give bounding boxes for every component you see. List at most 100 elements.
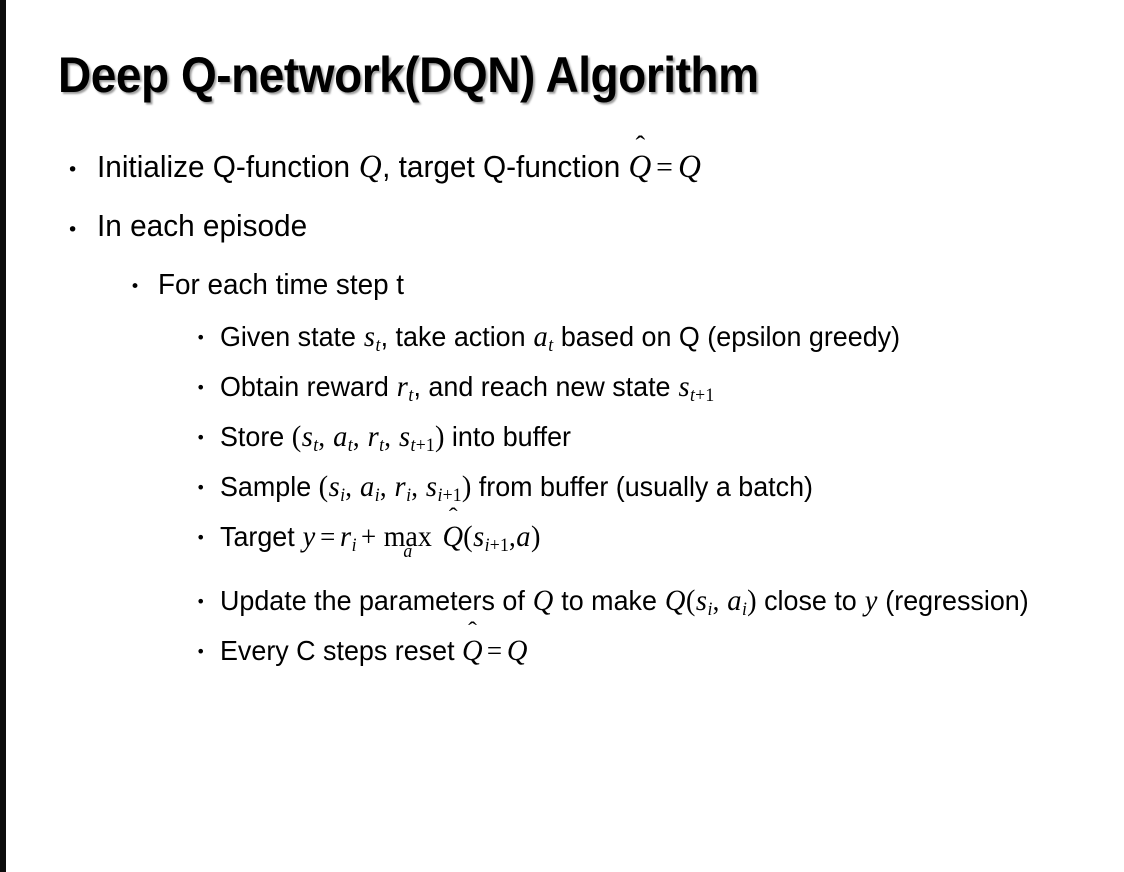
math-subscript-t: t [375, 335, 381, 356]
bullet-marker-icon: • [67, 219, 79, 241]
math-subscript-t-plus-1: t+1 [690, 385, 714, 405]
bullet-text-obtain-reward: Obtain reward rt, and reach new state st… [220, 368, 1055, 408]
bullet-item-store-buffer: • Store (st, at, rt, st+1) into buffer [0, 418, 1124, 468]
bullet-item-obtain-reward: • Obtain reward rt, and reach new state … [0, 368, 1124, 418]
text-run: Obtain reward [220, 371, 397, 402]
text-run: , and reach new state [413, 371, 678, 402]
math-comma: , [379, 472, 387, 503]
math-subscript-t-plus-1: t+1 [411, 435, 435, 455]
math-q-hat-base: Q [462, 635, 483, 667]
math-var-s: s [328, 471, 340, 503]
math-var-a: a [333, 421, 348, 453]
bullet-item-sample-buffer: • Sample (si, ai, ri, si+1) from buffer … [0, 468, 1124, 518]
bullet-marker-icon: • [196, 428, 206, 447]
math-equals: = [486, 636, 503, 667]
sub-number: 1 [499, 535, 510, 556]
bullet-text-store-buffer: Store (st, at, rt, st+1) into buffer [220, 418, 1055, 458]
sub-plus: + [442, 485, 453, 506]
math-comma: , [352, 422, 360, 453]
math-equals: = [320, 522, 336, 553]
math-var-s-next: s [473, 521, 485, 553]
math-var-a: a [516, 521, 531, 553]
math-var-s: s [363, 321, 376, 353]
math-subscript-t: t [408, 385, 414, 406]
text-run: Every C steps reset [220, 635, 463, 666]
sub-number: 1 [425, 435, 435, 456]
math-paren-open: ( [685, 585, 696, 617]
bullet-marker-icon: • [196, 642, 206, 661]
bullet-item-given-state: • Given state st, take action at based o… [0, 318, 1124, 368]
bullet-item-every-c-steps-reset: • Every C steps reset Q̂=Q [0, 632, 1124, 682]
math-paren-close: ) [461, 471, 472, 503]
math-paren-open: ( [318, 471, 329, 503]
math-var-q-hat: Q̂ [443, 518, 464, 557]
bullet-marker-icon: • [196, 528, 206, 547]
sub-number: 1 [705, 385, 715, 406]
text-run: , target Q-function [382, 149, 629, 184]
math-var-a: a [533, 321, 548, 353]
math-subscript-i: i [707, 599, 713, 620]
math-plus: + [361, 522, 377, 553]
math-var-q-hat: Q̂ [629, 146, 652, 189]
bullet-marker-icon: • [196, 478, 206, 497]
bullet-marker-icon: • [196, 328, 206, 347]
bullet-text-sample-buffer: Sample (si, ai, ri, si+1) from buffer (u… [220, 468, 1055, 508]
bullet-marker-icon: • [130, 277, 141, 297]
math-subscript-t: t [379, 435, 385, 456]
math-var-s-next: s [425, 471, 437, 503]
math-comma: , [318, 422, 326, 453]
math-subscript-i-plus-1: i+1 [485, 535, 509, 555]
math-paren-open: ( [463, 521, 473, 553]
math-equals: = [656, 149, 673, 184]
math-var-s-next: s [398, 421, 411, 453]
bullet-text-given-state: Given state st, take action at based on … [220, 318, 1055, 358]
math-subscript-t: t [313, 435, 319, 456]
math-var-q: Q [506, 635, 528, 667]
math-comma: , [384, 422, 392, 453]
bullet-text-update-parameters: Update the parameters of Q to make Q(si,… [220, 582, 1055, 622]
math-subscript-t: t [548, 335, 554, 356]
slide-left-edge-strip [0, 0, 6, 872]
sub-base: i [484, 535, 490, 556]
bullet-item-in-each-episode: • In each episode [0, 206, 1124, 266]
text-run: from buffer (usually a batch) [471, 471, 813, 502]
math-paren-close: ) [530, 521, 541, 553]
text-run: , take action [380, 321, 534, 352]
math-comma: , [411, 472, 418, 503]
text-run: Store [220, 421, 292, 452]
text-run: (regression) [877, 585, 1029, 616]
math-comma: , [345, 472, 353, 503]
math-subscript-i: i [742, 599, 748, 620]
bullet-item-for-each-time-step: • For each time step t [0, 266, 1124, 318]
slide-title: Deep Q-network(DQN) Algorithm [58, 47, 759, 103]
math-subscript-i: i [351, 535, 357, 556]
sub-plus: + [695, 385, 706, 406]
math-subscript-i: i [374, 485, 380, 506]
bullet-text-initialize: Initialize Q-function Q, target Q-functi… [97, 146, 1047, 189]
sub-base: t [410, 435, 416, 456]
bullet-item-update-parameters: • Update the parameters of Q to make Q(s… [0, 582, 1124, 632]
max-limit-variable: a [403, 540, 413, 561]
math-var-y: y [302, 521, 316, 553]
math-var-y: y [864, 585, 878, 617]
bullet-marker-icon: • [196, 592, 206, 611]
text-run: Sample [220, 471, 319, 502]
math-subscript-t: t [347, 435, 353, 456]
math-subscript-i-plus-1: i+1 [437, 485, 461, 505]
math-subscript-i: i [406, 485, 412, 506]
math-var-q: Q [532, 585, 554, 617]
math-comma: , [509, 522, 516, 553]
math-var-r: r [394, 471, 406, 503]
math-paren-close: ) [434, 421, 445, 453]
math-var-r: r [396, 371, 408, 403]
math-var-a: a [727, 585, 742, 617]
bullet-text-in-each-episode: In each episode [97, 208, 308, 243]
text-run: into buffer [444, 421, 571, 452]
text-run: to make [553, 585, 665, 616]
sub-plus: + [415, 435, 426, 456]
math-subscript-i: i [340, 485, 346, 506]
